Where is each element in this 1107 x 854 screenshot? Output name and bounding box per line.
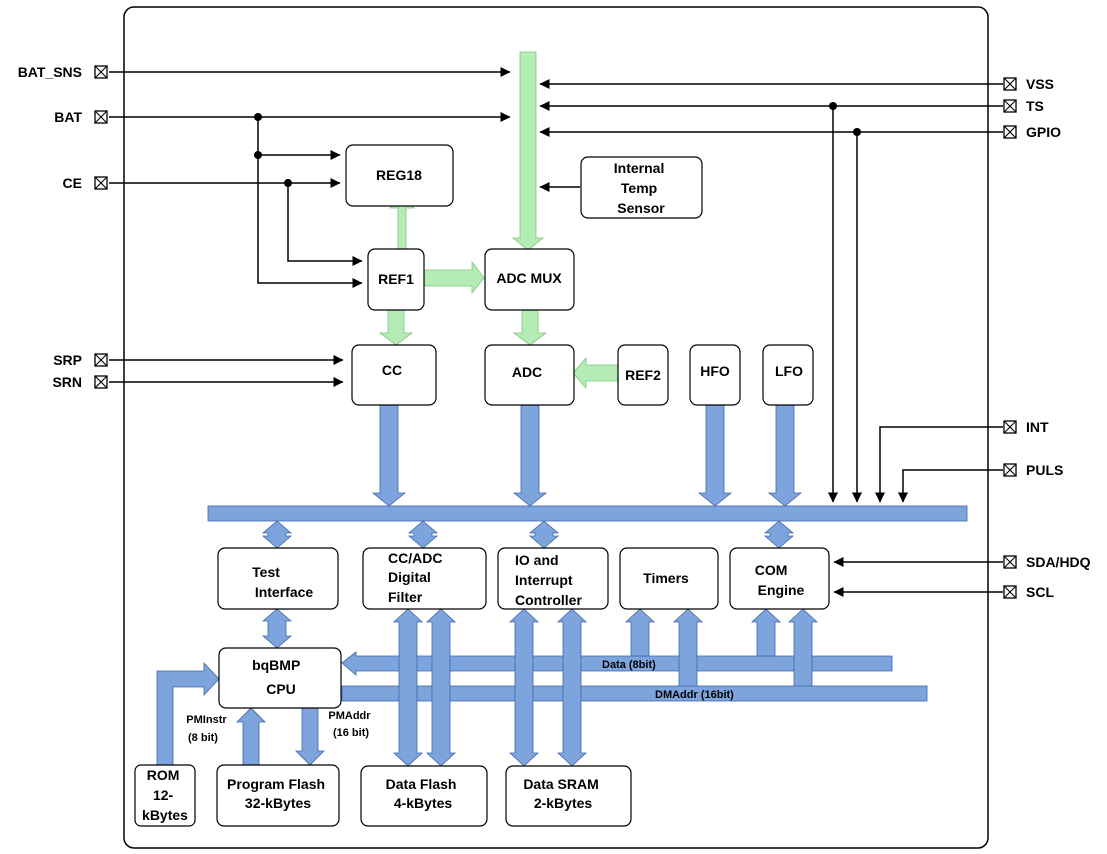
- pin-markers: [94, 65, 1017, 599]
- dmaddr-bus: [341, 685, 928, 702]
- ref1-to-adcmux: [423, 260, 485, 295]
- block-ref2: REF2: [617, 344, 669, 406]
- svg-text:Internal Temp Sens: Internal Temp Sensor: [614, 160, 668, 216]
- timers-addr-link: [672, 608, 704, 687]
- pin-label-bat: BAT: [54, 109, 82, 125]
- block-timers: Timers: [619, 547, 719, 610]
- pin-marker: [94, 110, 108, 124]
- pin-marker: [94, 353, 108, 367]
- pminstr-label: PMInstr (8 bit): [186, 714, 229, 744]
- svg-text:REF1: REF1: [378, 271, 414, 287]
- svg-text:CC: CC: [382, 362, 402, 378]
- adc-to-bus: [512, 404, 548, 507]
- ref2-to-adc: [572, 356, 619, 390]
- svg-text:Test Interface: Test Interface: [252, 564, 313, 600]
- pin-label-ce: CE: [63, 175, 82, 191]
- pin-label-int: INT: [1026, 419, 1049, 435]
- svg-text:LFO: LFO: [775, 363, 803, 379]
- svg-text:ADC: ADC: [512, 364, 542, 380]
- com-addr-link: [787, 608, 819, 687]
- com-data-link: [750, 608, 782, 657]
- svg-text:Program Flash 32-kBytes: Program Flash 32-kBytes: [227, 776, 329, 811]
- block-test-interface: Test Interface: [217, 547, 339, 610]
- svg-text:HFO: HFO: [700, 363, 730, 379]
- pin-label-sda-hdq: SDA/HDQ: [1026, 554, 1091, 570]
- svg-text:bqBMP CPU: bqBMP CPU: [252, 657, 304, 697]
- block-adc-mux: ADC MUX: [484, 248, 575, 311]
- pin-marker: [1003, 77, 1017, 91]
- svg-text:Data SRAM 2-kBytes: Data SRAM 2-kBytes: [523, 776, 602, 811]
- pin-label-ts: TS: [1026, 98, 1044, 114]
- pin-marker: [1003, 99, 1017, 113]
- svg-text:IO and Interrupt C: IO and Interrupt Controller: [515, 552, 582, 608]
- cc-to-bus: [371, 404, 407, 507]
- adcmux-to-adc: [512, 309, 548, 346]
- pin-marker: [94, 65, 108, 79]
- digital-paths: [156, 404, 968, 767]
- pin-marker: [1003, 463, 1017, 477]
- block-cc: CC: [351, 344, 437, 406]
- pin-marker: [1003, 420, 1017, 434]
- svg-text:REF2: REF2: [625, 367, 661, 383]
- block-internal-temp-sensor: Internal Temp Sensor: [580, 156, 703, 219]
- pin-label-scl: SCL: [1026, 584, 1054, 600]
- svg-text:ADC MUX: ADC MUX: [496, 270, 562, 286]
- svg-text:COM Engine: COM Engine: [755, 562, 805, 598]
- block-program-flash: Program Flash 32-kBytes: [216, 764, 340, 827]
- svg-text:Timers: Timers: [643, 570, 689, 586]
- rom-to-cpu: [156, 661, 220, 766]
- lfo-to-bus: [767, 404, 803, 507]
- pmaddr-label: PMAddr (16 bit): [328, 710, 373, 739]
- block-adc: ADC: [484, 344, 575, 406]
- block-io-interrupt-controller: IO and Interrupt Controller: [497, 547, 609, 610]
- analog-input-bus: [511, 51, 545, 251]
- data-bus-label: Data (8bit): [602, 659, 656, 671]
- signal-wires: [109, 67, 1003, 597]
- pin-label-vss: VSS: [1026, 76, 1054, 92]
- data-bus: [341, 651, 893, 676]
- hfo-to-bus: [697, 404, 733, 507]
- block-ref1: REF1: [367, 248, 425, 311]
- pin-marker: [94, 176, 108, 190]
- progflash-to-cpu: [236, 707, 266, 766]
- timers-data-link: [624, 608, 656, 657]
- block-data-sram: Data SRAM 2-kBytes: [505, 765, 632, 827]
- svg-text:REG18: REG18: [376, 167, 422, 183]
- svg-text:CC/ADC Digital Fil: CC/ADC Digital Filter: [388, 550, 446, 605]
- block-lfo: LFO: [762, 344, 814, 406]
- svg-text:ROM 12- kBytes: ROM 12- kBytes: [142, 767, 188, 823]
- pin-label-puls: PULS: [1026, 462, 1063, 478]
- pin-label-gpio: GPIO: [1026, 124, 1061, 140]
- block-bqbmp-cpu: bqBMP CPU: [218, 647, 342, 709]
- analog-paths: [378, 51, 619, 390]
- pin-label-srp: SRP: [53, 352, 82, 368]
- block-hfo: HFO: [689, 344, 741, 406]
- block-data-flash: Data Flash 4-kBytes: [360, 765, 488, 827]
- block-com-engine: COM Engine: [729, 547, 830, 610]
- peripheral-bus: [207, 505, 968, 522]
- bus-labels: Data (8bit) DMAddr (16bit) PMInstr (8 bi…: [186, 659, 734, 744]
- pin-marker: [1003, 585, 1017, 599]
- pin-label-bat-sns: BAT_SNS: [18, 64, 82, 80]
- block-rom: ROM 12- kBytes: [134, 764, 196, 827]
- svg-text:Data Flash 4-kBytes: Data Flash 4-kBytes: [386, 776, 461, 811]
- pin-labels: BAT_SNS BAT CE SRP SRN VSS TS GPIO INT P…: [18, 64, 1091, 600]
- dmaddr-bus-label: DMAddr (16bit): [655, 689, 734, 701]
- block-reg18: REG18: [345, 144, 454, 207]
- pin-marker: [1003, 555, 1017, 569]
- pin-marker: [94, 375, 108, 389]
- cpu-to-progflash: [295, 707, 325, 766]
- pin-label-srn: SRN: [52, 374, 82, 390]
- ref1-to-cc: [378, 309, 414, 346]
- pin-marker: [1003, 125, 1017, 139]
- block-cc-adc-digital-filter: CC/ADC Digital Filter: [362, 547, 487, 610]
